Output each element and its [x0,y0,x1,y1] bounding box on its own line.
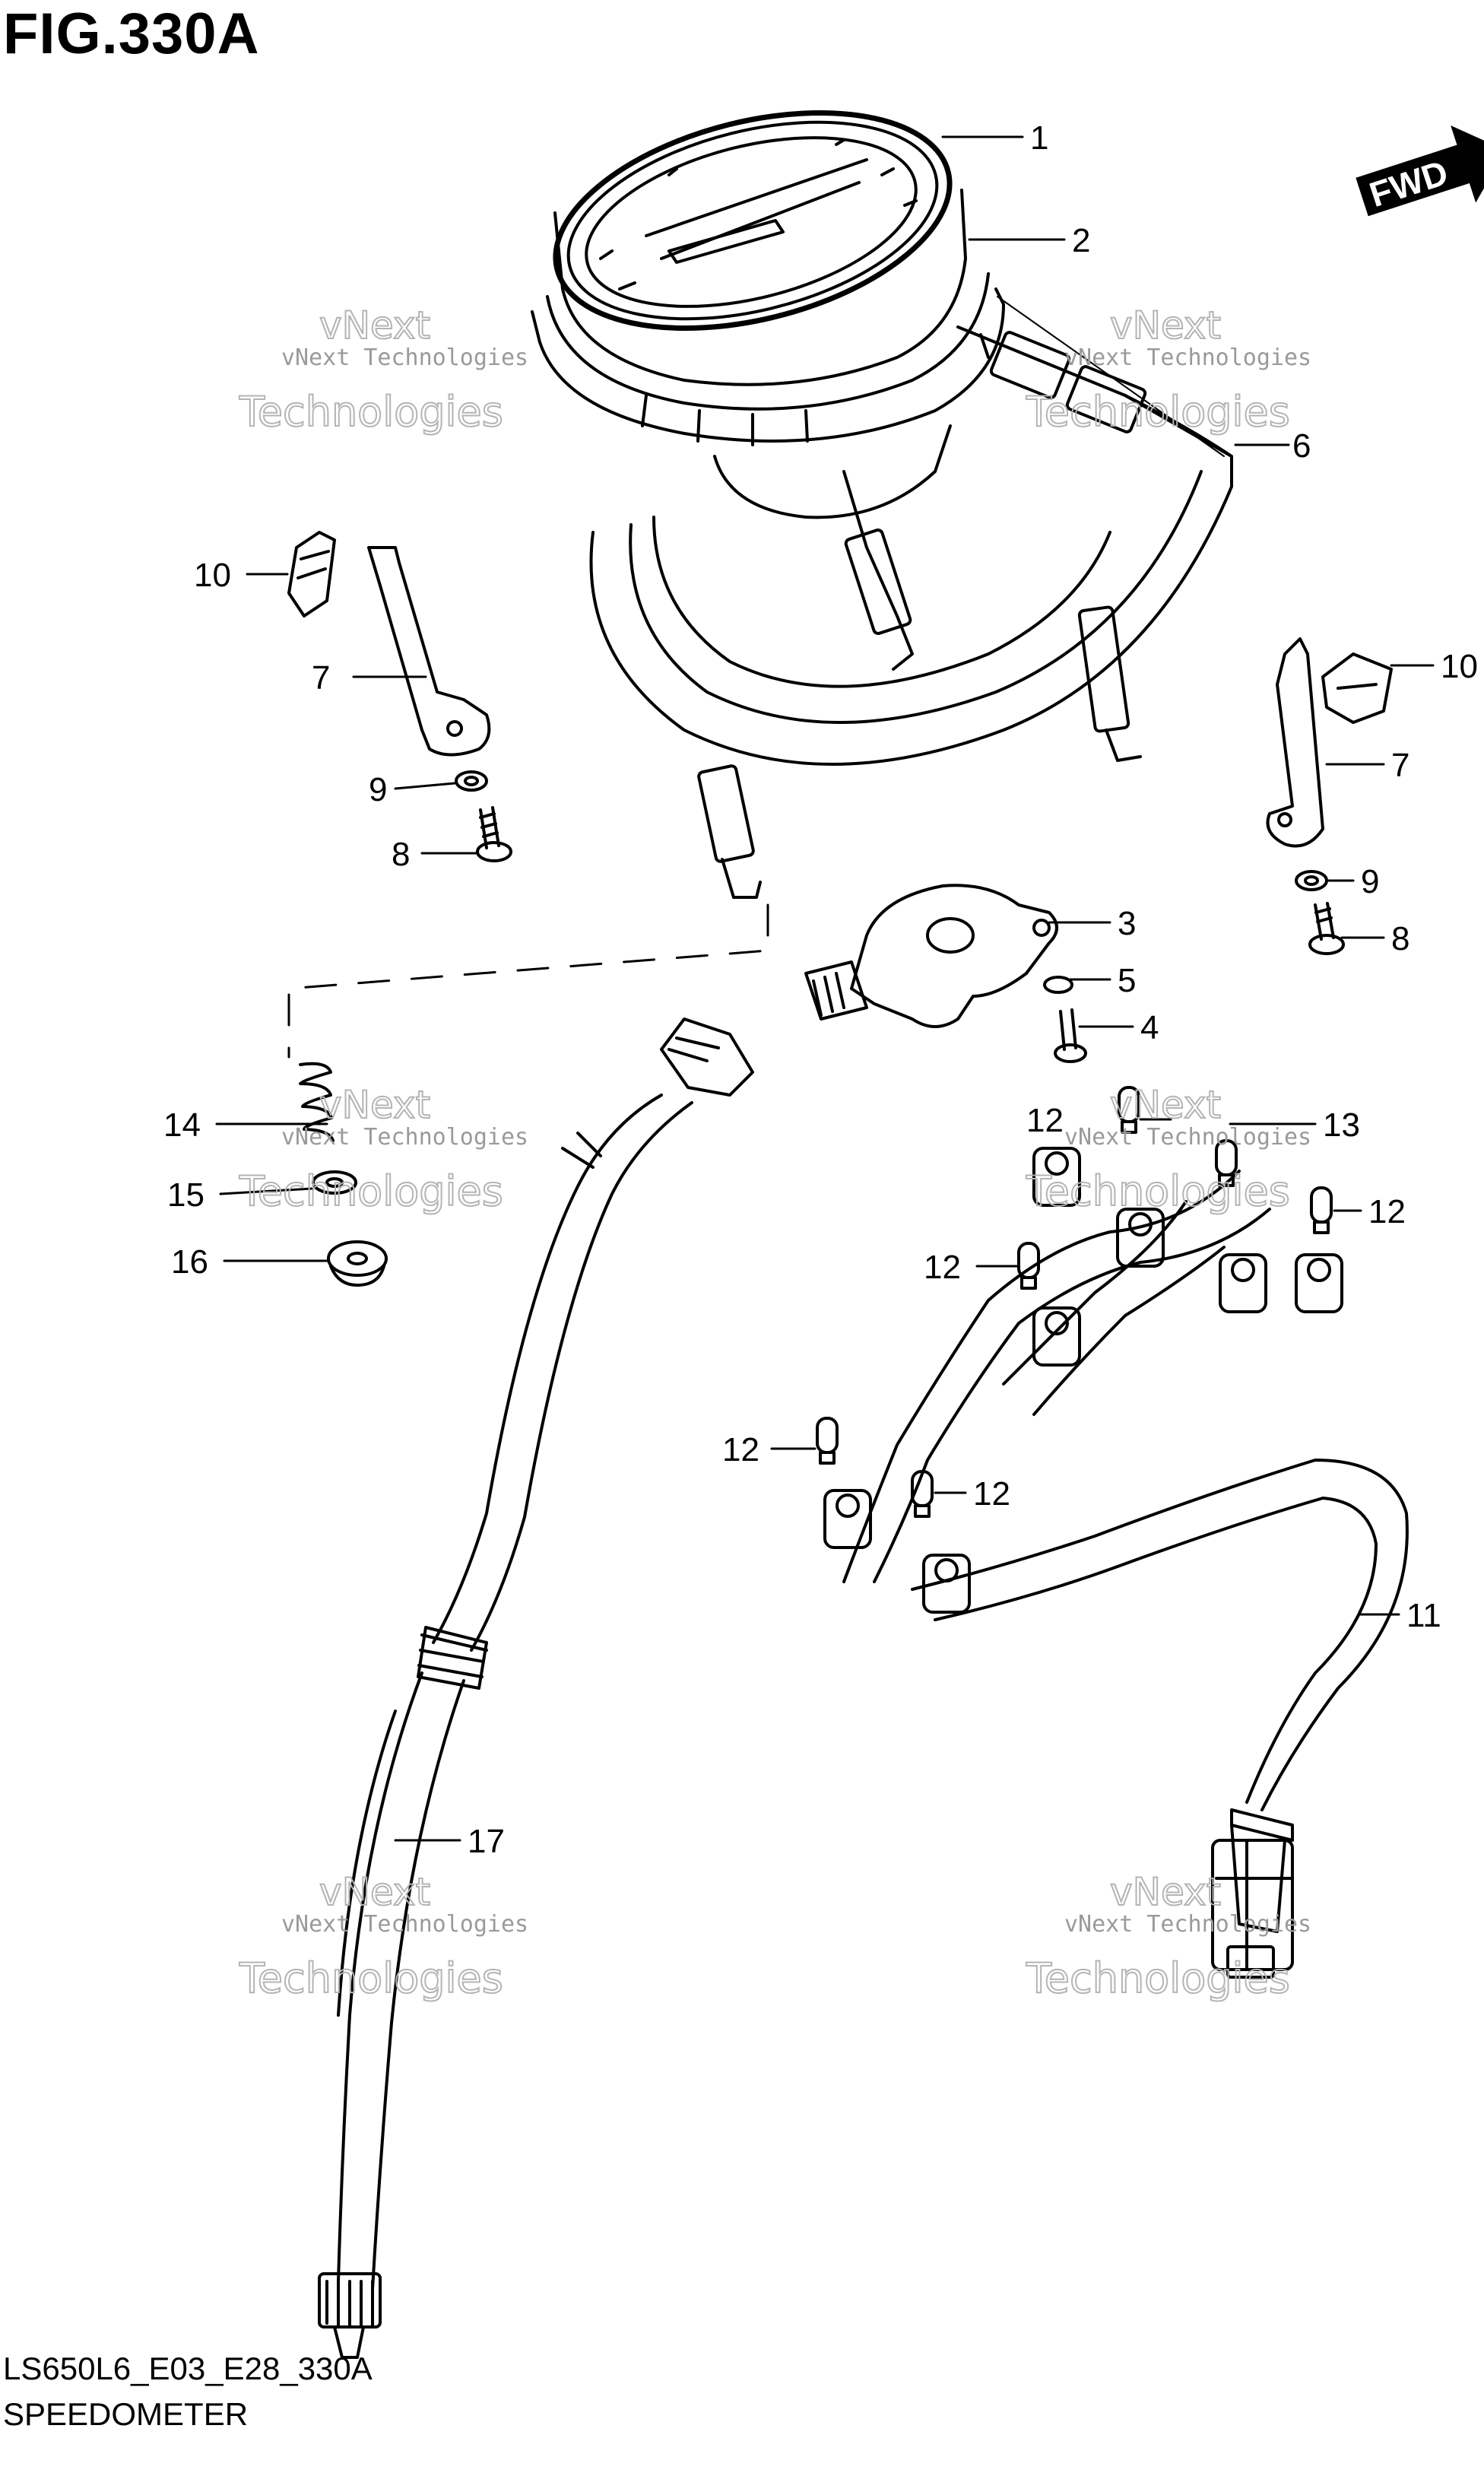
svg-text:Technologies: Technologies [239,1954,503,2002]
cushion-right [1321,652,1393,724]
washer-left [455,770,488,792]
watermark-2: vNext Technologies vNext Technologies [1025,303,1311,436]
callout-7-right: 7 [1391,747,1409,784]
callout-12-e: 12 [973,1475,1010,1513]
stay-left [367,546,491,757]
fwd-direction-badge: FWD [1356,125,1484,217]
washer-5 [1043,976,1073,994]
speedometer-cable [318,1017,754,2359]
speedometer-head [531,110,1005,519]
svg-text:Technologies: Technologies [239,388,503,436]
callout-3: 3 [1118,905,1136,942]
callout-4: 4 [1140,1009,1159,1046]
watermark-4: vNext Technologies vNext Technologies [1025,1082,1311,1216]
washer-15 [312,1170,357,1195]
callout-12-c: 12 [924,1249,961,1286]
callout-12-d: 12 [722,1431,759,1468]
svg-text:vNext: vNext [1110,303,1221,348]
callout-5: 5 [1118,962,1136,999]
callout-12-a: 12 [1026,1102,1064,1139]
svg-text:Technologies: Technologies [239,1167,503,1215]
washer-right [1295,870,1328,891]
svg-text:Technologies: Technologies [1026,388,1290,436]
callout-leaders [215,135,1435,1842]
callout-2: 2 [1072,222,1090,259]
callout-10-left: 10 [194,557,231,594]
svg-text:vNext: vNext [319,1870,430,1914]
callout-1: 1 [1030,119,1048,157]
callout-labels: 1 2 6 10 10 7 7 9 9 8 8 3 5 4 14 12 13 1… [163,119,1478,1860]
svg-text:vNext Technologies: vNext Technologies [281,344,528,371]
figure-code: LS650L6_E03_E28_330A [3,2351,373,2386]
speedometer-case [697,470,1142,899]
figure-title: FIG.330A [3,2,260,66]
svg-text:vNext Technologies: vNext Technologies [281,1124,528,1151]
svg-text:Technologies: Technologies [1026,1954,1290,2002]
callout-12-b: 12 [1368,1193,1406,1230]
callout-8-left: 8 [392,836,410,873]
bulb-sockets [823,1147,1343,1614]
svg-text:vNext Technologies: vNext Technologies [281,1911,528,1938]
figure-name: SPEEDOMETER [3,2396,249,2432]
watermark-6: vNext Technologies vNext Technologies [1025,1869,1311,2003]
callout-6: 6 [1292,427,1311,465]
wiring-harness [842,1170,1409,1979]
callout-16: 16 [171,1243,208,1281]
svg-text:vNext: vNext [1110,1083,1221,1127]
screw-left [476,806,512,862]
svg-text:vNext Technologies: vNext Technologies [1064,1124,1311,1151]
svg-text:vNext Technologies: vNext Technologies [1064,1911,1311,1938]
speedometer-gearbox [804,884,1058,1028]
callout-9-right: 9 [1361,863,1379,900]
callout-10-right: 10 [1441,648,1478,685]
spring-14 [299,1062,335,1142]
callout-13: 13 [1323,1106,1360,1144]
svg-text:vNext Technologies: vNext Technologies [1064,344,1311,371]
stay-right [1266,637,1324,848]
watermark-5: vNext Technologies vNext Technologies [238,1869,528,2003]
watermark-1: vNext Technologies vNext Technologies [238,303,528,436]
assembly-leader [287,903,769,1059]
callout-15: 15 [167,1176,205,1214]
screw-4 [1054,1008,1087,1063]
cushion-left [287,531,336,617]
callout-8-right: 8 [1391,920,1409,957]
callout-11: 11 [1406,1597,1441,1634]
svg-text:vNext: vNext [319,1083,430,1127]
svg-text:vNext: vNext [1110,1870,1221,1914]
indicator-panel [589,325,1233,766]
callout-7-left: 7 [312,659,330,697]
callout-14: 14 [163,1106,201,1144]
watermark-3: vNext Technologies vNext Technologies [238,1082,528,1216]
callout-9-left: 9 [369,771,387,808]
svg-text:Technologies: Technologies [1026,1167,1290,1215]
bulbs [816,1086,1333,1518]
grommet-16 [327,1240,388,1287]
screw-right [1308,902,1345,955]
svg-text:vNext: vNext [319,303,430,348]
callout-17: 17 [468,1823,505,1860]
